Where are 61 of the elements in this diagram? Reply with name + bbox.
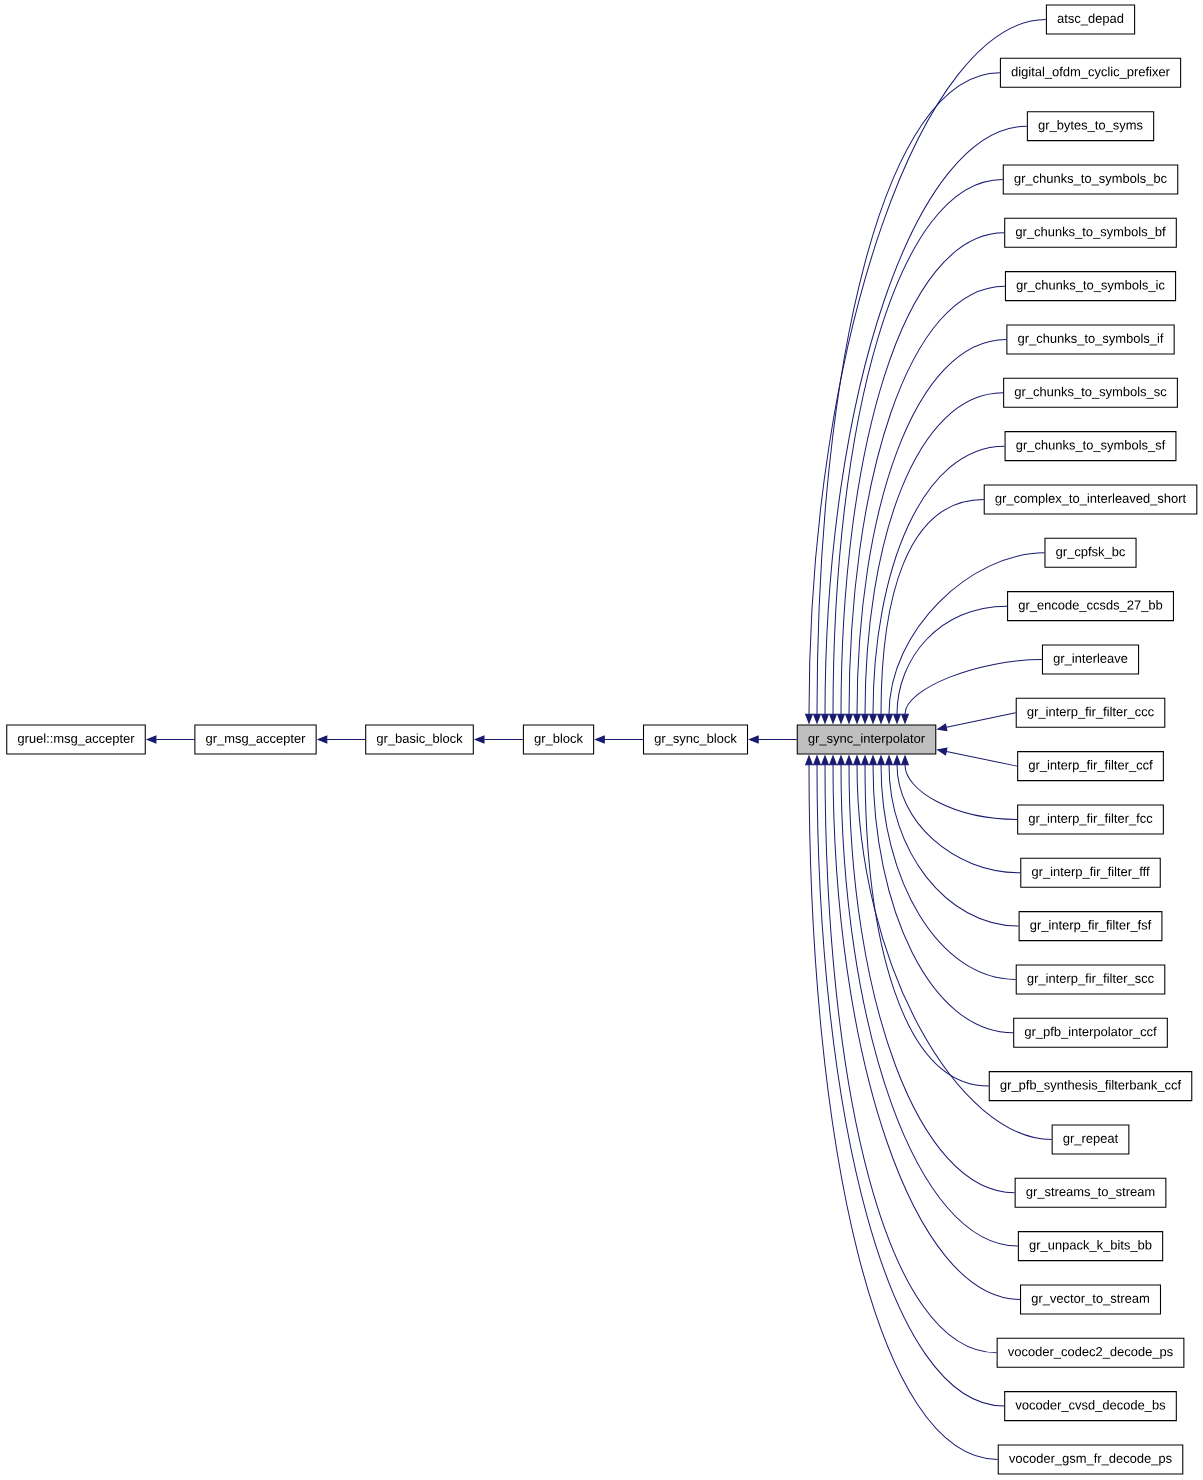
inheritance-arrow	[821, 755, 998, 1354]
inheritance-arrow	[885, 552, 1045, 724]
inheritance-arrow	[146, 735, 195, 744]
class-box: gr_chunks_to_symbols_sc	[1003, 377, 1178, 408]
class-box: gruel::msg_accepter	[6, 724, 146, 755]
class-box: gr_chunks_to_symbols_if	[1006, 324, 1175, 355]
inheritance-arrow	[748, 735, 798, 744]
class-box: gr_interp_fir_filter_fcc	[1017, 804, 1164, 835]
class-box: gr_chunks_to_symbols_sf	[1004, 431, 1177, 462]
inheritance-arrow	[853, 339, 1007, 724]
inheritance-arrow	[861, 755, 990, 1087]
inheritance-arrow	[595, 735, 644, 744]
class-box: digital_ofdm_cyclic_prefixer	[999, 57, 1182, 88]
class-box: gr_sync_block	[642, 724, 749, 755]
inheritance-arrow	[861, 392, 1004, 724]
class-box: gr_complex_to_interleaved_short	[983, 484, 1198, 515]
class-box: gr_encode_ccsds_27_bb	[1007, 591, 1174, 622]
class-box: gr_block	[522, 724, 595, 755]
class-box: gr_interleave	[1041, 644, 1140, 675]
class-box: vocoder_gsm_fr_decode_ps	[997, 1444, 1184, 1475]
class-box: gr_chunks_to_symbols_ic	[1004, 271, 1177, 302]
inheritance-arrow	[893, 755, 1021, 874]
inheritance-arrow	[869, 445, 1006, 724]
inheritance-arrow	[869, 755, 1014, 1034]
inheritance-arrow	[937, 747, 1018, 767]
class-box: gr_bytes_to_syms	[1026, 111, 1155, 142]
inheritance-arrow	[845, 755, 1016, 1194]
class-box: gr_chunks_to_symbols_bf	[1004, 217, 1177, 248]
class-box: gr_sync_interpolator	[796, 724, 937, 755]
class-box: gr_pfb_interpolator_ccf	[1013, 1017, 1168, 1048]
inheritance-arrow	[901, 658, 1043, 724]
inheritance-arrow	[853, 755, 1053, 1140]
class-box: gr_chunks_to_symbols_bc	[1002, 164, 1179, 195]
inheritance-arrow	[813, 72, 1001, 724]
class-box: vocoder_cvsd_decode_bs	[1004, 1391, 1177, 1422]
inheritance-arrow	[821, 125, 1028, 724]
inheritance-arrow	[885, 755, 1020, 927]
class-box: gr_interp_fir_filter_scc	[1015, 964, 1166, 995]
class-box: gr_msg_accepter	[194, 724, 317, 755]
class-box: gr_pfb_synthesis_filterbank_ccf	[988, 1071, 1193, 1102]
inheritance-arrow	[893, 605, 1008, 724]
inheritance-arrow	[877, 498, 985, 724]
class-box: gr_cpfsk_bc	[1044, 537, 1137, 568]
inheritance-arrow	[805, 19, 1047, 724]
class-box: atsc_depad	[1045, 4, 1136, 35]
class-box: gr_unpack_k_bits_bb	[1017, 1231, 1164, 1262]
inheritance-arrow	[901, 755, 1018, 820]
inheritance-arrow	[845, 285, 1006, 724]
inheritance-arrow	[877, 755, 1017, 980]
class-box: gr_interp_fir_filter_ccc	[1015, 697, 1166, 728]
inheritance-arrow	[317, 735, 366, 744]
class-box: gr_interp_fir_filter_fsf	[1018, 911, 1163, 942]
class-box: gr_vector_to_stream	[1020, 1284, 1162, 1315]
inheritance-arrow	[937, 712, 1017, 732]
class-box: gr_interp_fir_filter_fff	[1020, 857, 1161, 888]
inheritance-arrow	[474, 735, 524, 744]
class-box: gr_streams_to_stream	[1014, 1177, 1167, 1208]
class-box: gr_interp_fir_filter_ccf	[1017, 751, 1164, 782]
class-box: gr_basic_block	[365, 724, 474, 755]
class-box: vocoder_codec2_decode_ps	[996, 1337, 1185, 1368]
class-box: gr_repeat	[1051, 1124, 1130, 1155]
